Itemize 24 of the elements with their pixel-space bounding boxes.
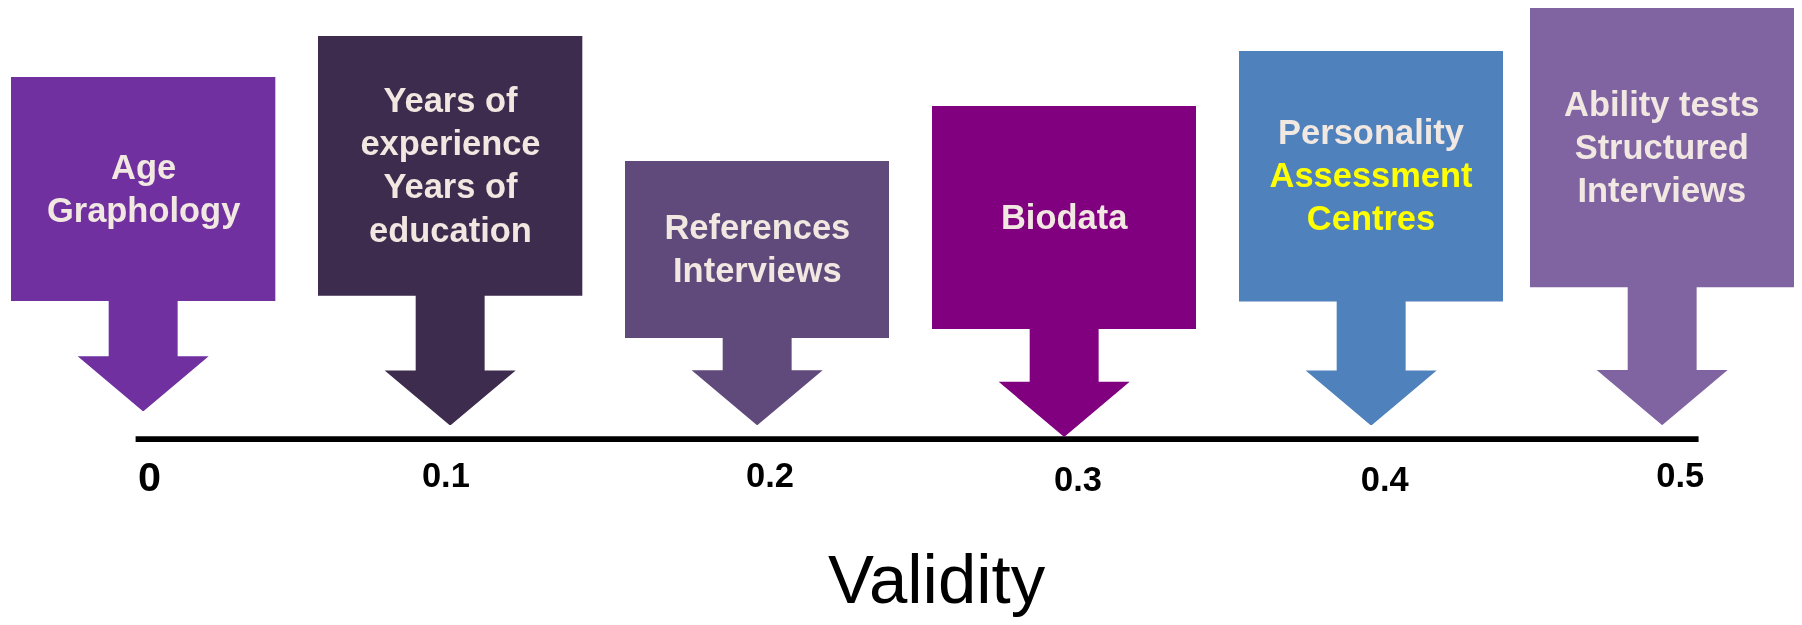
box-label: Graphology: [46, 190, 241, 232]
tick-label: 0.3: [1054, 459, 1102, 499]
box-label: Structured Interviews: [1573, 127, 1750, 212]
box-label: Assessment Centres: [1268, 155, 1474, 240]
callout-arrow: [1238, 50, 1504, 426]
box-label: Interviews: [673, 250, 842, 292]
tick-label: 0: [137, 453, 161, 501]
callout-arrow: [1529, 8, 1794, 426]
axis-title: Validity: [828, 540, 1046, 620]
box-label: Years of education: [368, 166, 533, 251]
box-label: Age: [111, 146, 177, 188]
box-label: Years of experience: [359, 80, 542, 165]
box-label: References: [664, 207, 851, 249]
callout-arrow: [932, 105, 1197, 437]
callout-arrow: [11, 77, 276, 412]
callout-arrow: [625, 160, 890, 426]
box-label: Personality: [1278, 112, 1464, 154]
tick-label: 0.4: [1360, 459, 1409, 499]
callout-arrow: [318, 35, 583, 426]
tick-label: 0.5: [1656, 456, 1705, 496]
box-label: Biodata: [1000, 196, 1128, 238]
tick-label: 0.2: [746, 456, 794, 496]
tick-label: 0.1: [421, 456, 470, 496]
box-label: Ability tests: [1564, 84, 1760, 125]
